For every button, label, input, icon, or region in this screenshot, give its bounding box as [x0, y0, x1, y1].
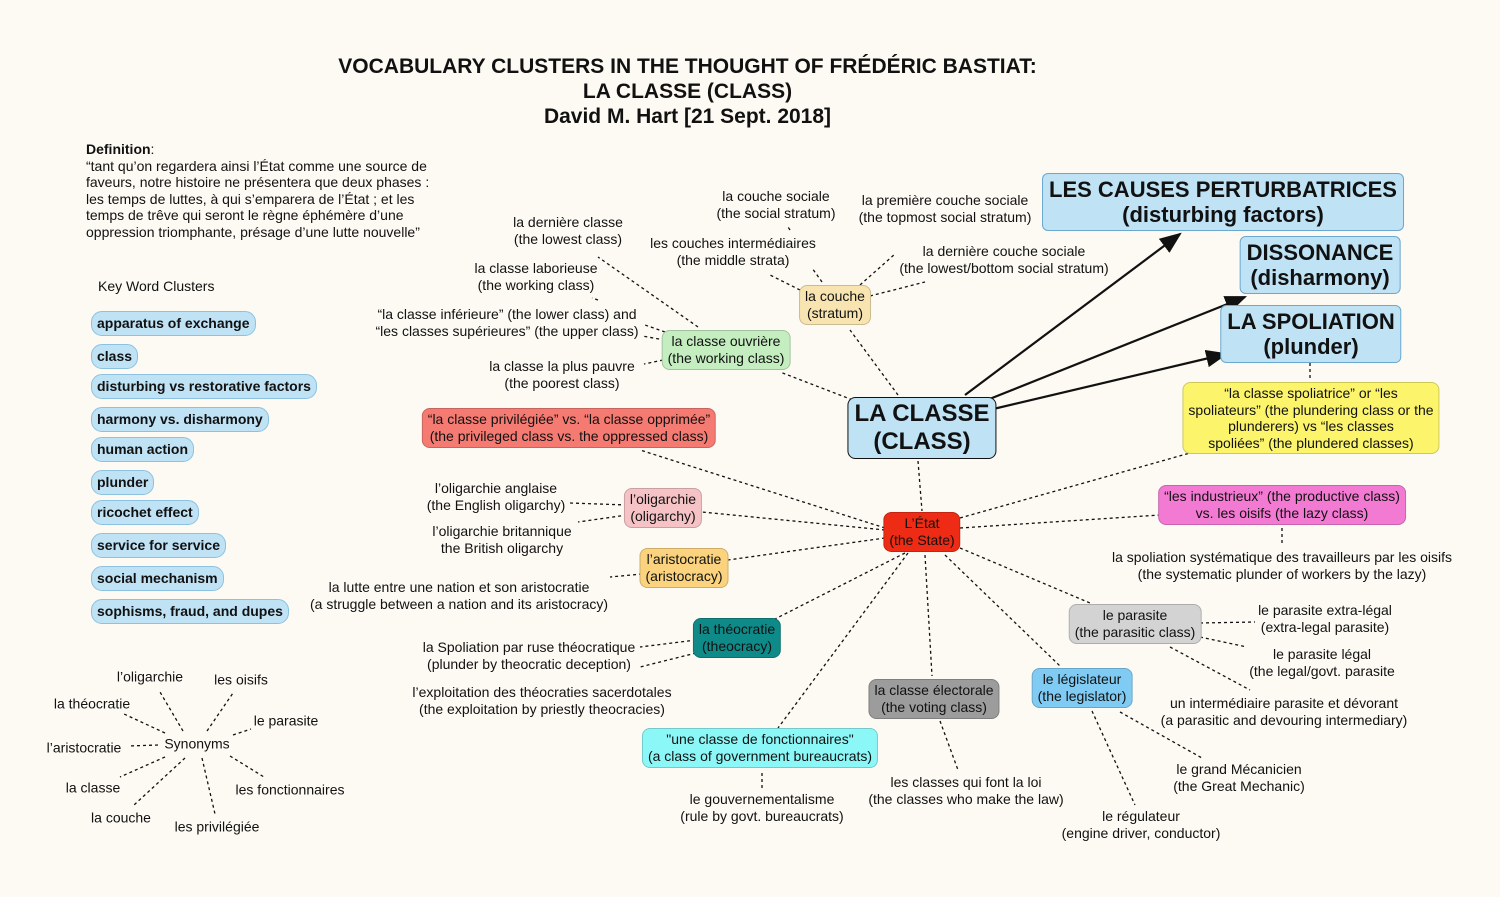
key-word-chip[interactable]: social mechanism	[91, 566, 224, 591]
node-classe-ouvriere[interactable]: la classe ouvrière(the working class)	[661, 330, 791, 370]
node-etat[interactable]: L’État(the State)	[883, 512, 961, 552]
node-legislateur[interactable]: le législateur(the legislator)	[1031, 668, 1133, 708]
synonym-term: les oisifs	[214, 671, 268, 688]
node-la-couche[interactable]: la couche(stratum)	[799, 285, 871, 325]
title-line-3: David M. Hart [21 Sept. 2018]	[543, 105, 832, 128]
node-causes-perturbatrices[interactable]: LES CAUSES PERTURBATRICES(disturbing fac…	[1042, 173, 1404, 231]
page-title: VOCABULARY CLUSTERS IN THE THOUGHT OF FR…	[0, 54, 1500, 129]
label-classe-inferieure: “la classe inférieure” (the lower class)…	[375, 306, 639, 339]
synonym-term: la classe	[65, 779, 121, 796]
node-oligarchie[interactable]: l’oligarchie(oligarchy)	[623, 488, 703, 528]
arrow-links	[964, 232, 1248, 412]
key-word-chip[interactable]: harmony vs. disharmony	[91, 407, 269, 432]
synonym-term: la théocratie	[53, 695, 131, 712]
node-classe-spoliatrice[interactable]: “la classe spoliatrice” or “les spoliate…	[1182, 382, 1440, 454]
definition-text: “tant qu’on regardera ainsi l’État comme…	[86, 157, 430, 240]
node-dissonance[interactable]: DISSONANCE(disharmony)	[1239, 236, 1401, 294]
label-intermediaire: un intermédiaire parasite et dévorant(a …	[1160, 695, 1408, 728]
node-aristocratie[interactable]: l’aristocratie(aristocracy)	[639, 548, 729, 588]
key-word-chip[interactable]: disturbing vs restorative factors	[91, 374, 317, 399]
key-word-chip[interactable]: sophisms, fraud, and dupes	[91, 599, 289, 624]
label-oligarchie-anglaise: l’oligarchie anglaise(the English oligar…	[426, 480, 566, 513]
key-word-chip[interactable]: class	[91, 344, 139, 369]
label-ruse-theocratique: la Spoliation par ruse théocratique(plun…	[422, 639, 636, 672]
synonym-term: le parasite	[253, 712, 319, 729]
label-grand-mecanicien: le grand Mécanicien(the Great Mechanic)	[1173, 761, 1305, 794]
key-word-chip[interactable]: service for service	[91, 533, 226, 558]
synonyms-center: Synonyms	[164, 735, 230, 752]
label-regulateur: le régulateur(engine driver, conductor)	[1061, 808, 1221, 841]
label-derniere-couche: la dernière couche sociale(the lowest/bo…	[899, 243, 1109, 276]
node-center-la-classe[interactable]: LA CLASSE(CLASS)	[847, 397, 997, 459]
key-word-header: Key Word Clusters	[98, 278, 215, 294]
definition-label: Definition	[86, 141, 151, 157]
title-line-2: LA CLASSE (CLASS)	[582, 80, 793, 103]
key-word-chip[interactable]: plunder	[91, 470, 155, 495]
label-gouvernementalisme: le gouvernementalisme(rule by govt. bure…	[680, 791, 844, 824]
synonym-term: l’aristocratie	[46, 739, 122, 756]
node-spoliation[interactable]: LA SPOLIATION(plunder)	[1220, 305, 1402, 363]
key-word-chip[interactable]: human action	[91, 437, 195, 462]
label-couches-intermediaires: les couches intermédiaires(the middle st…	[650, 235, 816, 268]
definition-block: Definition: “tant qu’on regardera ainsi …	[86, 141, 430, 240]
label-derniere-classe: la dernière classe(the lowest class)	[513, 214, 623, 247]
synonym-term: l’oligarchie	[116, 668, 184, 685]
label-font-la-loi: les classes qui font la loi(the classes …	[868, 774, 1064, 807]
dashed-links	[119, 226, 1311, 815]
label-parasite-legal: le parasite légal(the legal/govt. parasi…	[1249, 646, 1395, 679]
label-exploitation: l’exploitation des théocraties sacerdota…	[412, 684, 672, 717]
label-parasite-extra-legal: le parasite extra-légal(extra-legal para…	[1258, 602, 1392, 635]
title-line-1: VOCABULARY CLUSTERS IN THE THOUGHT OF FR…	[338, 55, 1037, 78]
node-parasite[interactable]: le parasite(the parasitic class)	[1068, 604, 1202, 644]
synonym-term: les fonctionnaires	[235, 781, 345, 798]
label-lutte-aristocratie: la lutte entre une nation et son aristoc…	[309, 579, 609, 612]
label-couche-sociale: la couche sociale(the social stratum)	[716, 188, 836, 221]
synonym-term: les privilégiée	[174, 818, 260, 835]
label-classe-plus-pauvre: la classe la plus pauvre(the poorest cla…	[489, 358, 635, 391]
synonym-term: la couche	[91, 809, 151, 826]
label-spoliation-systematique: la spoliation systématique des travaille…	[1111, 549, 1453, 582]
node-classe-privilegiee[interactable]: “la classe privilégiée” vs. “la classe o…	[421, 408, 717, 448]
key-word-chip[interactable]: ricochet effect	[91, 500, 199, 525]
label-classe-laborieuse: la classe laborieuse(the working class)	[474, 260, 598, 293]
label-premiere-couche: la première couche sociale(the topmost s…	[858, 192, 1032, 225]
node-classe-electorale[interactable]: la classe électorale(the voting class)	[868, 679, 1000, 719]
node-industrieux[interactable]: “les industrieux” (the productive class)…	[1158, 485, 1406, 525]
key-word-chip[interactable]: apparatus of exchange	[91, 311, 256, 336]
node-classe-fonctionnaires[interactable]: "une classe de fonctionnaires"(a class o…	[641, 728, 879, 768]
node-theocratie[interactable]: la théocratie(theocracy)	[692, 618, 782, 658]
